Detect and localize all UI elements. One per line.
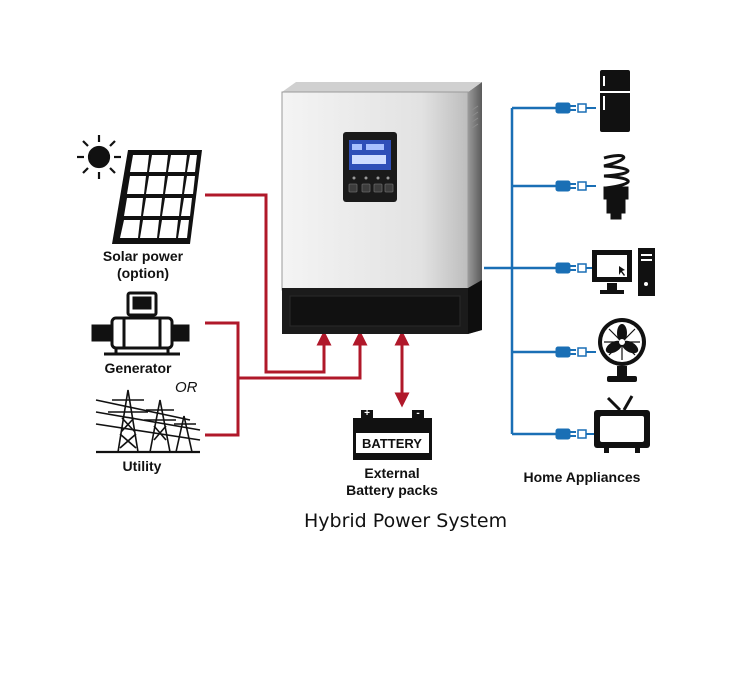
plug-icon <box>555 102 596 114</box>
inverter-unit <box>281 82 482 334</box>
generator-label: Generator <box>104 360 172 376</box>
utility-label: Utility <box>122 458 162 474</box>
battery-icon: + - BATTERY <box>353 408 432 460</box>
battery-caption-line1: External <box>364 465 420 481</box>
sun-icon <box>77 135 121 179</box>
refrigerator-icon <box>600 70 630 132</box>
computer-icon <box>592 248 655 296</box>
plug-icons <box>555 102 596 440</box>
input-wires <box>205 193 410 437</box>
lightbulb-icon <box>603 154 630 220</box>
solar-label-line2: (option) <box>116 265 170 281</box>
home-appliances-label: Home Appliances <box>523 469 641 485</box>
plug-icon <box>555 262 596 274</box>
tv-icon <box>594 395 650 453</box>
svg-text:+: + <box>364 408 370 419</box>
utility-pylon-icon <box>95 389 201 454</box>
plug-icon <box>555 346 596 358</box>
or-label: OR <box>175 379 198 396</box>
battery-caption-line2: Battery packs <box>346 482 438 498</box>
solar-label: Solar power (option) <box>98 248 188 282</box>
battery-badge-text: BATTERY <box>362 436 422 451</box>
output-wires <box>484 106 556 436</box>
solar-label-line1: Solar power <box>102 248 184 264</box>
svg-text:-: - <box>416 408 419 419</box>
battery-caption: External Battery packs <box>336 465 448 499</box>
plug-icon <box>555 180 596 192</box>
fan-icon <box>598 318 646 382</box>
plug-icon <box>555 428 596 440</box>
generator-icon <box>91 291 190 356</box>
solar-panel-icon <box>112 150 202 244</box>
diagram-title: Hybrid Power System <box>304 510 508 532</box>
